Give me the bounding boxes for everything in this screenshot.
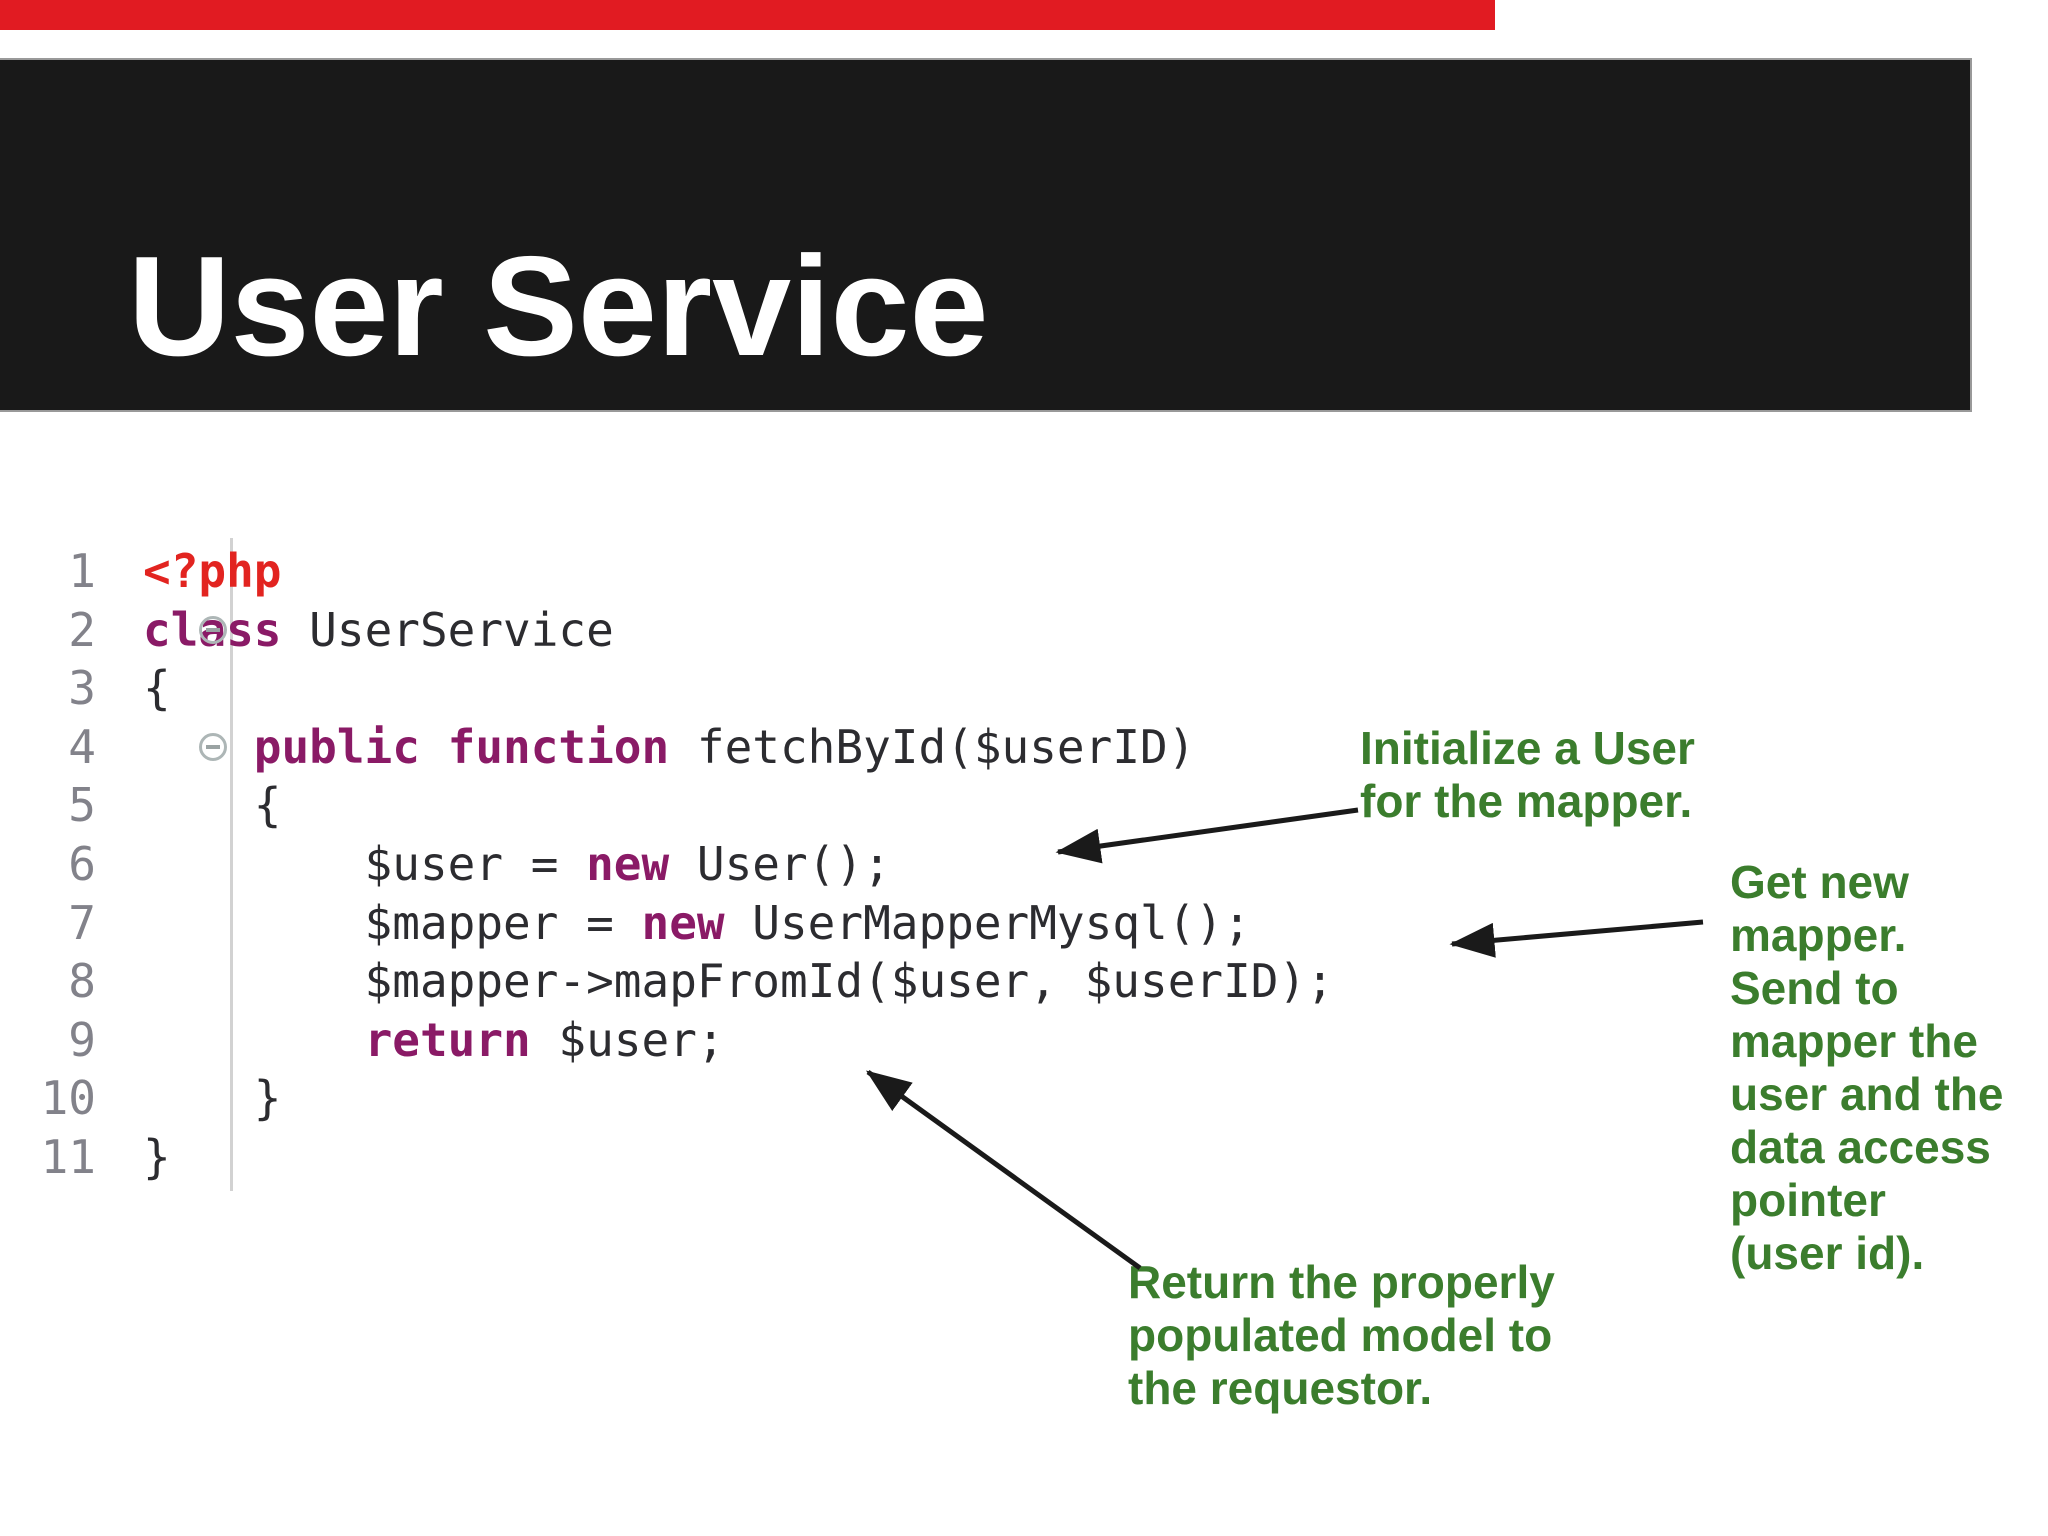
line-number: 4 xyxy=(68,719,96,774)
code-text: { xyxy=(143,776,282,835)
line-number: 6 xyxy=(68,836,96,891)
line-number: 9 xyxy=(68,1012,96,1067)
code-token: $user = xyxy=(143,836,587,891)
title-band: User Service xyxy=(0,58,1972,412)
code-line: 7 $mapper = new UserMapperMysql(); xyxy=(0,894,1700,953)
code-token: User(); xyxy=(669,836,891,891)
code-token: { xyxy=(143,661,171,716)
code-token: <?php xyxy=(143,544,282,598)
code-text: <?php xyxy=(143,542,281,601)
code-text: $mapper = new UserMapperMysql(); xyxy=(143,894,1251,953)
code-text: $user = new User(); xyxy=(143,835,891,894)
code-line: 1 <?php xyxy=(0,542,1700,601)
code-line: 2 class UserService xyxy=(0,601,1700,660)
video-progress-bar xyxy=(0,0,1495,30)
fold-collapse-icon[interactable] xyxy=(199,733,227,762)
code-token: fetchById($userID) xyxy=(669,719,1196,774)
annotation-initialize-user: Initialize a User for the mapper. xyxy=(1360,722,1695,827)
code-text: { xyxy=(143,659,171,718)
code-token: public function xyxy=(253,719,670,774)
line-number: 10 xyxy=(40,1071,96,1126)
code-text: } xyxy=(143,1069,282,1128)
code-line: 8 $mapper->mapFromId($user, $userID); xyxy=(0,952,1700,1011)
code-token: new xyxy=(641,895,725,950)
annotation-return-model: Return the properly populated model to t… xyxy=(1128,1256,1555,1414)
slide-title: User Service xyxy=(128,227,989,386)
line-number: 1 xyxy=(68,544,96,598)
code-text: return $user; xyxy=(143,1011,725,1070)
code-line: 3{ xyxy=(0,659,1700,718)
line-number: 2 xyxy=(68,602,96,657)
code-line: 11} xyxy=(0,1128,1700,1187)
line-number: 5 xyxy=(68,778,96,833)
code-token: $mapper->mapFromId($user, $userID); xyxy=(143,954,1334,1009)
code-token: return xyxy=(364,1012,531,1067)
code-text: } xyxy=(143,1128,171,1187)
code-text: $mapper->mapFromId($user, $userID); xyxy=(143,952,1334,1011)
code-token: $mapper = xyxy=(143,895,642,950)
annotation-get-new-mapper: Get new mapper. Send to mapper the user … xyxy=(1730,856,2004,1279)
code-token: } xyxy=(143,1071,282,1126)
code-token: } xyxy=(143,1129,171,1184)
code-line: 9 return $user; xyxy=(0,1011,1700,1070)
code-token: $user; xyxy=(530,1012,725,1067)
line-number: 8 xyxy=(68,954,96,1009)
code-text: public function fetchById($userID) xyxy=(143,718,1196,777)
code-token: new xyxy=(586,836,670,891)
line-number-separator xyxy=(230,538,233,1191)
code-token: UserService xyxy=(281,602,614,657)
code-text: class UserService xyxy=(143,601,614,660)
line-number: 3 xyxy=(68,661,96,716)
code-line: 5 { xyxy=(0,776,1700,835)
line-number: 11 xyxy=(40,1129,96,1184)
fold-collapse-icon[interactable] xyxy=(199,615,227,644)
code-line: 6 $user = new User(); xyxy=(0,835,1700,894)
code-token xyxy=(143,1013,365,1067)
line-number: 7 xyxy=(68,895,96,950)
code-line: 4 public function fetchById($userID) xyxy=(0,718,1700,777)
code-token: UserMapperMysql(); xyxy=(724,895,1251,950)
code-line: 10 } xyxy=(0,1069,1700,1128)
code-token: { xyxy=(143,778,282,833)
